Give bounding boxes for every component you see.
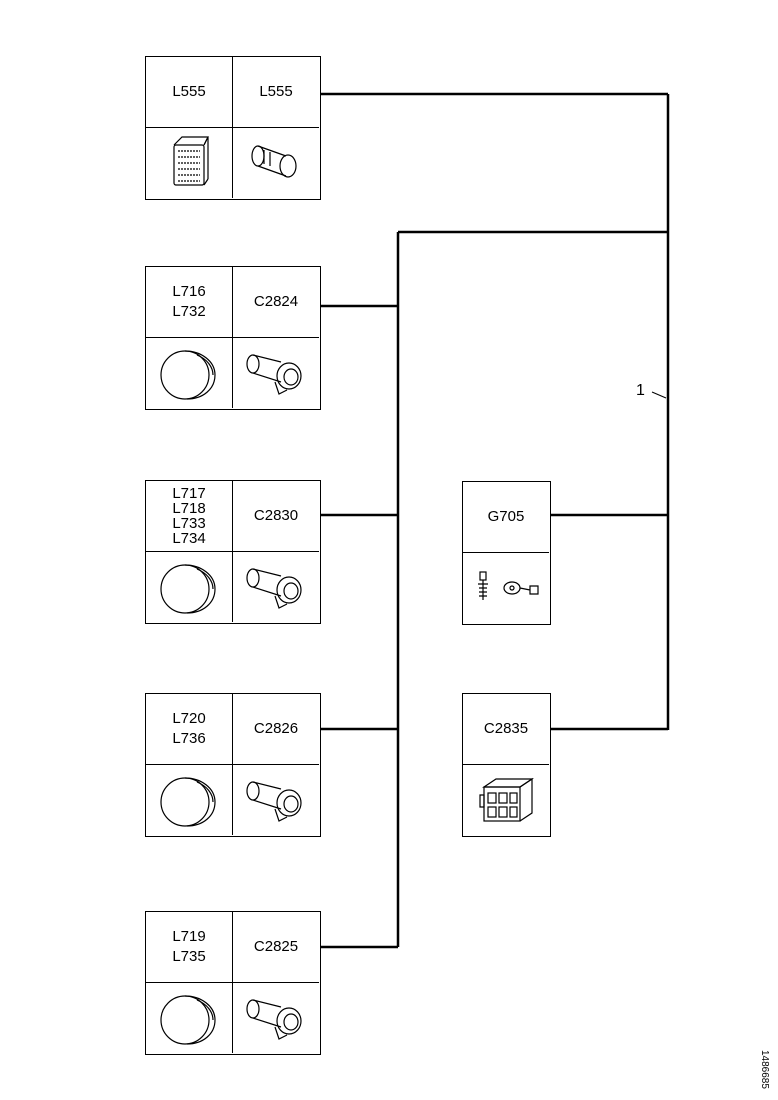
component-g705: G705	[462, 481, 551, 625]
component-c2835: C2835	[462, 693, 551, 837]
lamp-lens-icon	[160, 995, 216, 1045]
lamp-id-labels: L555	[172, 82, 205, 102]
connector-id: C2824	[253, 293, 299, 310]
lamp-id-cell: L720 L736	[146, 694, 233, 765]
lamp-id-labels: L720 L736	[172, 709, 205, 749]
connector-id: C2830	[253, 507, 299, 524]
lamp-id: L718	[172, 500, 206, 517]
connector-id-cell: C2824	[233, 267, 319, 338]
bulb-icon	[251, 145, 297, 178]
connector-id: L555	[259, 83, 293, 100]
socket-image-cell	[233, 128, 319, 198]
lamp-id: L734	[172, 530, 206, 547]
socket-image-cell	[233, 338, 319, 408]
connector-image-cell	[463, 765, 549, 835]
connector-id-cell: C2835	[463, 694, 549, 765]
bulb-holder-icon	[173, 136, 209, 186]
connector-id-cell: C2826	[233, 694, 319, 765]
callout-leader	[651, 391, 667, 399]
lamp-image-cell	[146, 765, 233, 835]
connector-id: C2835	[483, 720, 529, 737]
lamp-id: L720	[172, 710, 206, 727]
component-l555: L555 L555	[145, 56, 321, 200]
component-l717: L717 L718 L733 L734 C2830	[145, 480, 321, 624]
bulb-socket-icon	[246, 781, 302, 822]
socket-image-cell	[233, 765, 319, 835]
lamp-id: L733	[172, 515, 206, 532]
ground-id-cell: G705	[463, 482, 549, 553]
component-l720: L720 L736 C2826	[145, 693, 321, 837]
component-l716: L716 L732 C2824	[145, 266, 321, 410]
lamp-lens-icon	[160, 350, 216, 400]
lamp-id: L716	[172, 283, 206, 300]
lamp-id: L719	[172, 928, 206, 945]
lamp-image-cell	[146, 552, 233, 622]
lamp-id-cell: L719 L735	[146, 912, 233, 983]
lamp-lens-icon	[160, 777, 216, 827]
bulb-socket-icon	[246, 568, 302, 609]
bulb-socket-icon	[246, 354, 302, 395]
document-id: 1486685	[759, 1050, 770, 1089]
callout-number: 1	[636, 382, 645, 399]
connector-id-cell: L555	[233, 57, 319, 128]
lamp-id: L555	[172, 83, 206, 100]
lamp-id: L736	[172, 730, 206, 747]
connector-id: C2825	[253, 938, 299, 955]
bulb-socket-icon	[246, 999, 302, 1040]
lamp-id-labels: L716 L732	[172, 282, 205, 322]
lamp-id-cell: L716 L732	[146, 267, 233, 338]
lamp-id-labels: L717 L718 L733 L734	[172, 486, 205, 546]
lamp-image-cell	[146, 983, 233, 1053]
ground-id: G705	[487, 508, 525, 525]
socket-image-cell	[233, 552, 319, 622]
lamp-id: L732	[172, 303, 206, 320]
connector-id-cell: C2830	[233, 481, 319, 552]
lamp-lens-icon	[160, 564, 216, 614]
lamp-id-labels: L719 L735	[172, 927, 205, 967]
component-l719: L719 L735 C2825	[145, 911, 321, 1055]
lamp-image-cell	[146, 338, 233, 408]
lamp-id-cell: L555	[146, 57, 233, 128]
connector-id: C2826	[253, 720, 299, 737]
ground-image-cell	[463, 553, 549, 623]
multi-pin-connector-icon	[479, 777, 534, 822]
lamp-image-cell	[146, 128, 233, 198]
ground-screw-eyelet-icon	[478, 571, 539, 600]
socket-image-cell	[233, 983, 319, 1053]
lamp-id-cell: L717 L718 L733 L734	[146, 481, 233, 552]
lamp-id: L717	[172, 485, 206, 502]
connector-id-cell: C2825	[233, 912, 319, 983]
lamp-id: L735	[172, 948, 206, 965]
